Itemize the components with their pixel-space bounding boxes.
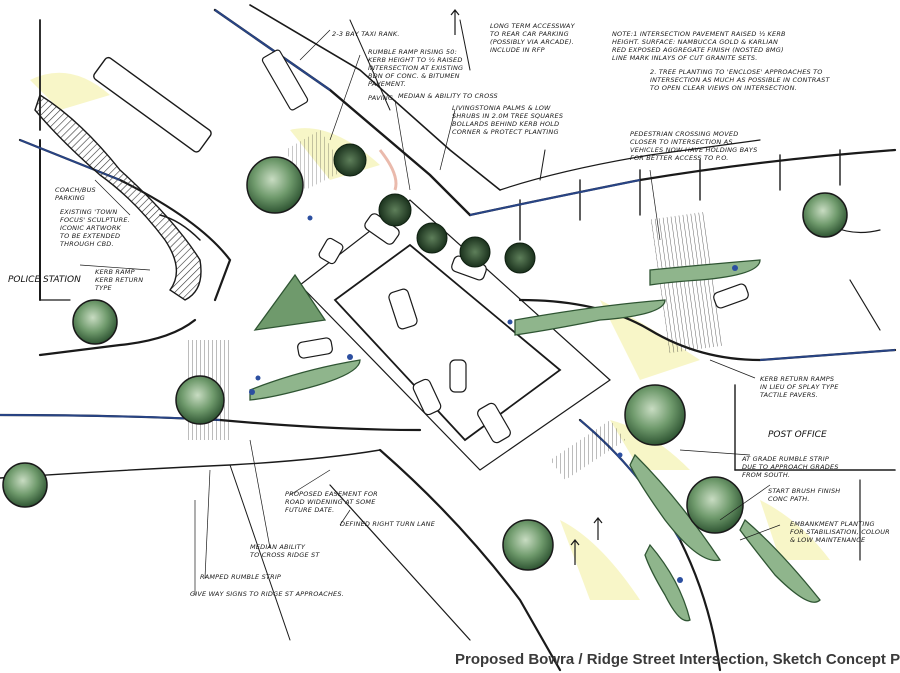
note-give-way: GIVE WAY SIGNS TO RIDGE ST APPROACHES. <box>190 590 344 598</box>
note-median-ability-ridge: MEDIAN ABILITY TO CROSS RIDGE ST <box>250 543 320 559</box>
note-long-term-accessway: LONG TERM ACCESSWAY TO REAR CAR PARKING … <box>490 22 575 54</box>
livingstonia-palms <box>333 143 536 274</box>
note-livingstonia: LIVINGSTONIA PALMS & LOW SHRUBS IN 2.0M … <box>452 104 564 136</box>
note-pedestrian-crossing: PEDESTRIAN CROSSING MOVED CLOSER TO INTE… <box>630 130 758 162</box>
coach-bus <box>93 49 309 153</box>
leader-lines <box>79 29 781 595</box>
note-2-tree-planting: 2. TREE PLANTING TO 'ENCLOSE' APPROACHES… <box>650 68 830 92</box>
cars <box>297 213 749 444</box>
note-proposed-easement: PROPOSED EASEMENT FOR ROAD WIDENING AT S… <box>285 490 378 514</box>
label-police-station: POLICE STATION <box>8 275 81 285</box>
note-start-brush: START BRUSH FINISH CONC PATH. <box>768 487 841 503</box>
note-coach-bus: COACH/BUS PARKING <box>55 186 96 202</box>
note-taxi-rank: 2-3 BAY TAXI RANK. <box>332 30 400 38</box>
note-median-ability: MEDIAN & ABILITY TO CROSS <box>398 92 498 100</box>
note-kerb-return-ramps: KERB RETURN RAMPS IN LIEU OF SPLAY TYPE … <box>760 375 839 399</box>
note-defined-right-turn: DEFINED RIGHT TURN LANE <box>340 520 436 528</box>
plan-caption: Proposed Bowra / Ridge Street Intersecti… <box>455 651 900 668</box>
turn-arrows <box>450 9 603 565</box>
note-1-pavement: NOTE:1 INTERSECTION PAVEMENT RAISED ½ KE… <box>612 30 786 62</box>
note-ramped-rumble: RAMPED RUMBLE STRIP <box>200 573 282 581</box>
note-rumble-ramp: RUMBLE RAMP RISING 50: KERB HEIGHT TO ½ … <box>368 48 464 88</box>
street-trees <box>2 156 848 571</box>
pedestrian-crossings <box>188 130 725 480</box>
median-plantings <box>249 259 821 622</box>
note-town-focus: EXISTING 'TOWN FOCUS' SCULPTURE. ICONIC … <box>60 208 130 248</box>
bollards <box>249 215 738 583</box>
town-focus-sculpture <box>34 93 202 301</box>
label-post-office: POST OFFICE <box>768 430 827 440</box>
note-kerb-ramp: KERB RAMP KERB RETURN TYPE <box>95 268 144 292</box>
note-paving: PAVING <box>368 94 394 102</box>
note-at-grade-rumble: AT GRADE RUMBLE STRIP DUE TO APPROACH GR… <box>742 455 839 479</box>
note-embankment: EMBANKMENT PLANTING FOR STABILISATION, C… <box>790 520 890 544</box>
